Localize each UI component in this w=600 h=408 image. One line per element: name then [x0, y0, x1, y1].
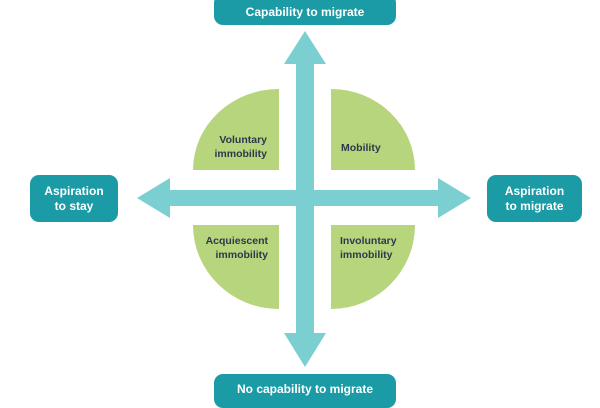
- involuntary-immobility-label: Involuntary immobility: [340, 234, 400, 262]
- vertical-arrow: [284, 31, 326, 367]
- no-capability-to-migrate-label: No capability to migrate: [236, 381, 374, 396]
- mobility-line-1: Mobility: [341, 142, 381, 154]
- involuntary-immobility-line-2: immobility: [340, 249, 393, 261]
- quadrant-bottom-right-shape: [331, 225, 415, 309]
- aspiration-to-stay-line-1: Aspiration: [44, 183, 104, 198]
- quadrant-bottom-left-shape: [193, 225, 279, 309]
- quadrant-top-left-shape: [193, 89, 279, 170]
- voluntary-immobility-line-2: immobility: [214, 148, 267, 160]
- voluntary-immobility-line-1: Voluntary: [219, 134, 267, 146]
- no-capability-to-migrate-box: No capability to migrate: [214, 374, 396, 408]
- acquiescent-immobility-line-2: immobility: [215, 249, 268, 261]
- acquiescent-immobility-line-1: Acquiescent: [205, 235, 268, 247]
- aspiration-to-migrate-box: Aspiration to migrate: [487, 175, 582, 222]
- aspiration-to-stay-box: Aspiration to stay: [30, 175, 118, 222]
- aspiration-to-migrate-line-2: to migrate: [505, 198, 564, 213]
- voluntary-immobility-label: Voluntary immobility: [205, 133, 267, 161]
- quadrant-top-right-shape: [331, 89, 415, 170]
- capability-to-migrate-label: Capability to migrate: [245, 4, 365, 19]
- aspiration-to-migrate-line-1: Aspiration: [504, 183, 565, 198]
- acquiescent-immobility-label: Acquiescent immobility: [204, 234, 268, 262]
- mobility-label: Mobility: [341, 141, 401, 155]
- capability-to-migrate-box: Capability to migrate: [214, 0, 396, 25]
- involuntary-immobility-line-1: Involuntary: [340, 235, 397, 247]
- aspiration-to-stay-line-2: to stay: [54, 198, 94, 213]
